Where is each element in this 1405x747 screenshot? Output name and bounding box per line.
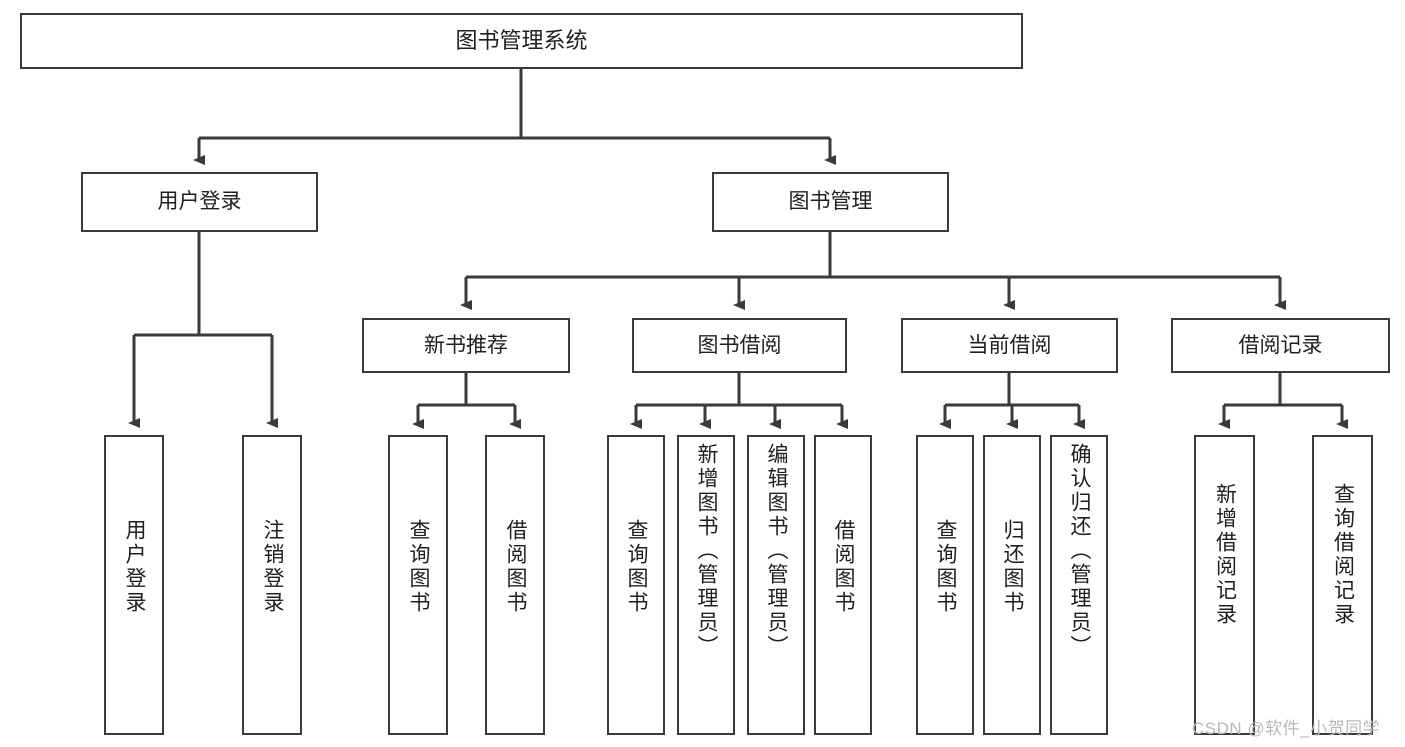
leaf-label: 查询图书	[407, 519, 431, 615]
leaf-label: 查询图书	[934, 519, 958, 615]
node-book-management[interactable]: 图书管理	[712, 172, 949, 232]
node-label: 借阅记录	[1238, 333, 1323, 357]
leaf-user-login[interactable]: 用户登录	[104, 435, 164, 735]
csdn-watermark: CSDN @软件_小贺同学	[1192, 719, 1381, 738]
leaf-label: 注销登录	[261, 519, 285, 615]
leaf-borrow-book-recommend[interactable]: 借阅图书	[485, 435, 545, 735]
leaf-label: 用户登录	[123, 519, 147, 615]
leaf-label: 归还图书	[1001, 519, 1025, 615]
node-label: 图书管理	[788, 190, 873, 214]
leaf-query-book-current[interactable]: 查询图书	[916, 435, 974, 735]
node-label: 新书推荐	[424, 333, 508, 357]
node-label: 用户登录	[157, 190, 242, 214]
leaf-query-borrow-record[interactable]: 查询借阅记录	[1312, 435, 1373, 735]
node-root-system[interactable]: 图书管理系统	[20, 13, 1023, 69]
leaf-confirm-return-admin[interactable]: 确认归还（管理员）	[1050, 435, 1108, 735]
leaf-query-book-borrow[interactable]: 查询图书	[607, 435, 665, 735]
node-current-borrow[interactable]: 当前借阅	[901, 318, 1118, 373]
leaf-add-borrow-record[interactable]: 新增借阅记录	[1194, 435, 1255, 735]
leaf-edit-book-admin[interactable]: 编辑图书（管理员）	[747, 435, 805, 735]
leaf-label: 确认归还（管理员）	[1068, 443, 1092, 659]
leaf-add-book-admin[interactable]: 新增图书（管理员）	[677, 435, 735, 735]
leaf-label: 新增借阅记录	[1213, 483, 1237, 627]
leaf-label: 借阅图书	[504, 519, 528, 615]
node-user-login[interactable]: 用户登录	[81, 172, 318, 232]
node-label: 图书管理系统	[455, 27, 588, 53]
leaf-label: 查询图书	[625, 519, 649, 615]
leaf-label: 编辑图书（管理员）	[765, 443, 789, 659]
node-label: 图书借阅	[697, 333, 782, 357]
node-new-book-recommend[interactable]: 新书推荐	[362, 318, 570, 373]
leaf-label: 新增图书（管理员）	[695, 443, 719, 659]
leaf-label: 查询借阅记录	[1331, 483, 1355, 627]
node-book-borrow[interactable]: 图书借阅	[632, 318, 847, 373]
leaf-label: 借阅图书	[832, 519, 856, 615]
leaf-borrow-book[interactable]: 借阅图书	[814, 435, 872, 735]
node-label: 当前借阅	[967, 333, 1052, 357]
leaf-query-book-recommend[interactable]: 查询图书	[388, 435, 448, 735]
node-borrow-record[interactable]: 借阅记录	[1171, 318, 1390, 373]
leaf-return-book[interactable]: 归还图书	[983, 435, 1041, 735]
leaf-user-logout[interactable]: 注销登录	[242, 435, 302, 735]
